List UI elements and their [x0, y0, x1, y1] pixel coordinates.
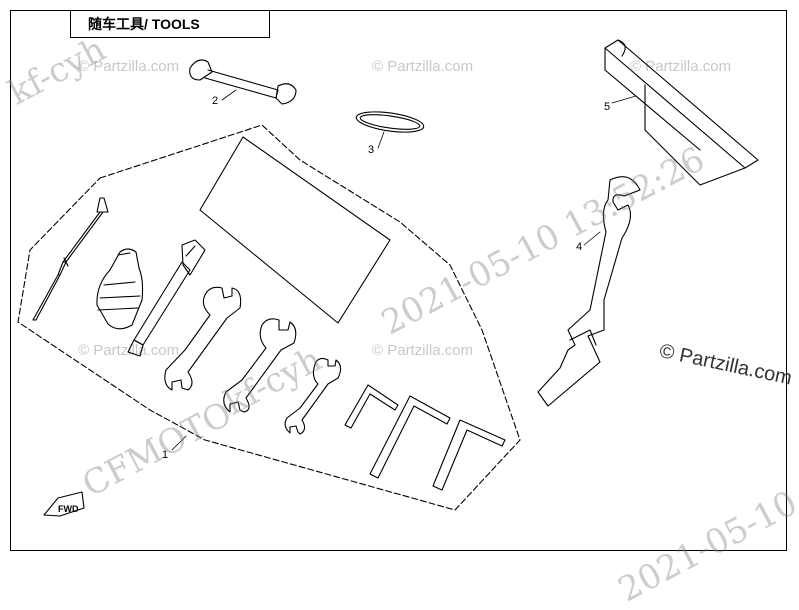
- socket-extension: [127, 239, 206, 357]
- tool-rod-item-2: [189, 59, 297, 105]
- callout-1: 1: [162, 449, 168, 461]
- allen-key-small: [344, 384, 399, 429]
- parts-diagram: 随车工具/ TOOLS © Partzilla.com © Partzilla.…: [2, 10, 799, 610]
- wrench-large: [164, 286, 242, 391]
- tube-item-5: [604, 39, 759, 186]
- allen-key-medium: [369, 395, 451, 479]
- kit-boundary: [17, 124, 521, 511]
- callout-4: 4: [576, 241, 582, 253]
- fwd-arrow-icon: [43, 491, 85, 517]
- fwd-label: FWD: [58, 504, 79, 514]
- handle-grip: [96, 248, 144, 330]
- tools-drawing: 2 3 4 5 1 FWD: [17, 39, 759, 517]
- o-ring-item-3: [355, 111, 425, 133]
- callout-5: 5: [604, 101, 610, 113]
- screwdriver: [32, 197, 109, 321]
- watermark-partzilla: © Partzilla.com: [372, 58, 474, 75]
- wrench-small: [284, 357, 342, 435]
- callout-3: 3: [368, 144, 374, 156]
- tool-bag: [199, 136, 391, 324]
- diagram-border: [10, 10, 787, 551]
- watermark-partzilla: © Partzilla.com: [78, 58, 180, 75]
- title-box: [70, 10, 270, 38]
- watermark-partzilla: © Partzilla.com: [372, 342, 474, 359]
- diagram-title: 随车工具/ TOOLS: [88, 16, 200, 32]
- allen-key-large: [432, 419, 506, 491]
- wrench-medium: [223, 318, 297, 413]
- callout-2: 2: [212, 95, 218, 107]
- hook-spanner-item-4: [537, 176, 641, 407]
- watermark-partzilla: © Partzilla.com: [630, 58, 732, 75]
